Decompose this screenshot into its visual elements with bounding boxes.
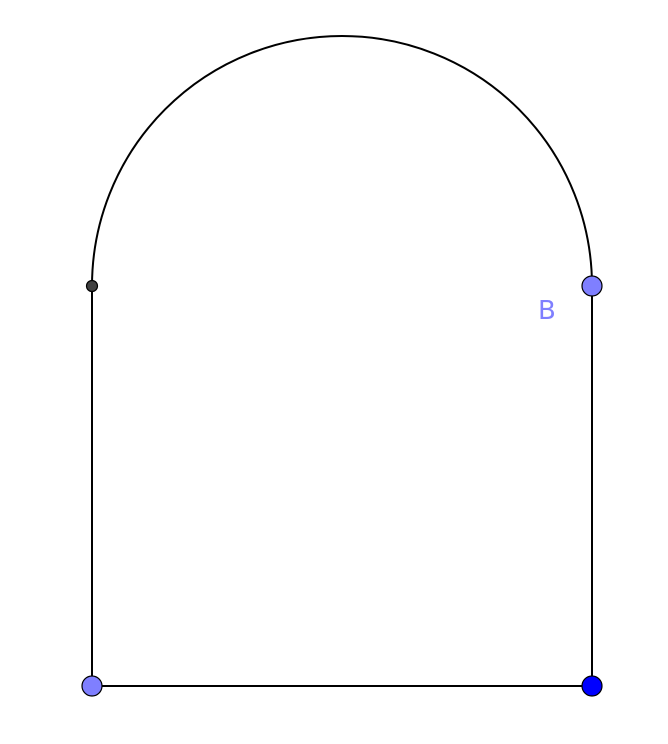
bottom-left-point[interactable]: [81, 675, 103, 697]
point-b[interactable]: [581, 275, 603, 297]
point-b-label: B: [538, 296, 556, 326]
bottom-right-point[interactable]: [581, 675, 603, 697]
semicircle-arc[interactable]: [91, 35, 593, 287]
arc-end-point[interactable]: [85, 279, 99, 293]
